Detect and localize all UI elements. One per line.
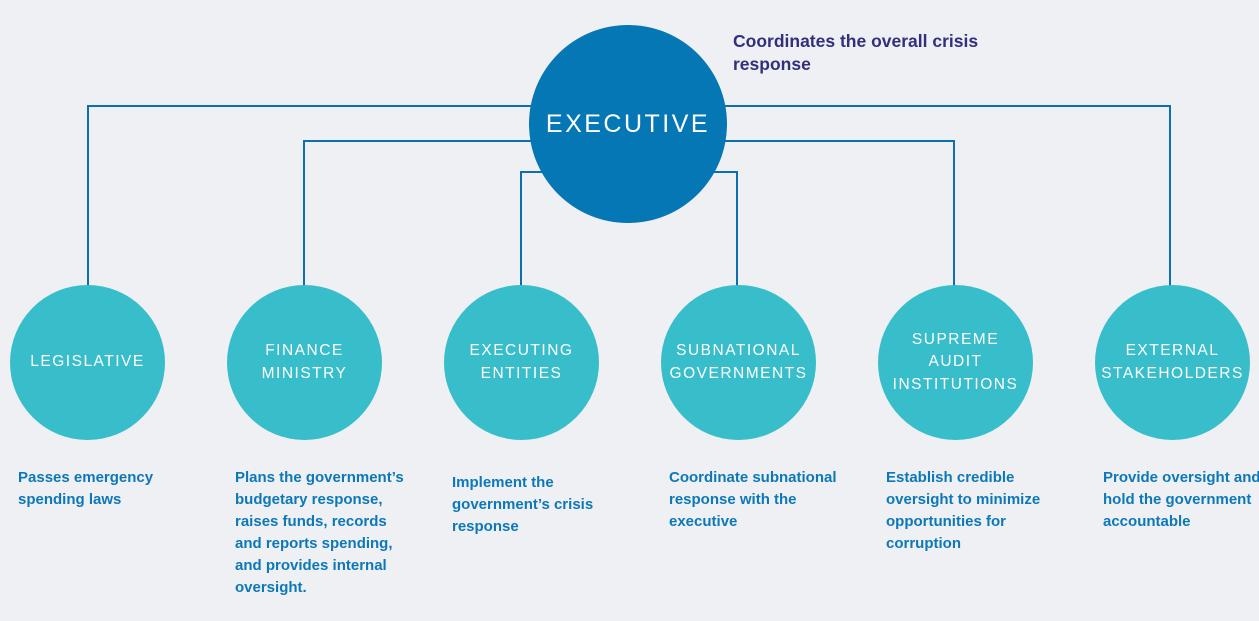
executive-annotation: Coordinates the overall crisis response [733,31,979,74]
node-legislative: LEGISLATIVE [10,285,165,440]
node-supreme-audit-institutions: SUPREME AUDIT INSTITUTIONS [878,285,1033,440]
node-legislative-label: LEGISLATIVE [30,353,145,371]
executive-label: EXECUTIVE [545,109,711,138]
description-external-stakeholders: Provide oversight and hold the governmen… [1103,469,1259,530]
node-executing-entities-label: EXECUTING ENTITIES [469,342,574,382]
description-executing-entities: Implement the government’s crisis respon… [452,474,594,535]
node-finance-ministry-label: FINANCE MINISTRY [261,342,348,382]
node-supreme-audit-institutions-label: SUPREME AUDIT INSTITUTIONS [892,330,1019,393]
description-legislative: Passes emergency spending laws [18,469,154,508]
node-subnational-governments: SUBNATIONAL GOVERNMENTS [661,285,816,440]
description-finance-ministry: Plans the government’s budgetary respons… [235,469,404,596]
node-external-stakeholders-label: EXTERNAL STAKEHOLDERS [1101,342,1244,382]
node-executing-entities: EXECUTING ENTITIES [444,285,599,440]
description-supreme-audit-institutions: Establish credible oversight to minimize… [886,469,1041,552]
node-finance-ministry: FINANCE MINISTRY [227,285,382,440]
node-external-stakeholders: EXTERNAL STAKEHOLDERS [1095,285,1250,440]
executive-node: EXECUTIVE [529,25,727,223]
description-subnational-governments: Coordinate subnational response with the… [669,469,837,530]
node-subnational-governments-label: SUBNATIONAL GOVERNMENTS [669,342,808,382]
